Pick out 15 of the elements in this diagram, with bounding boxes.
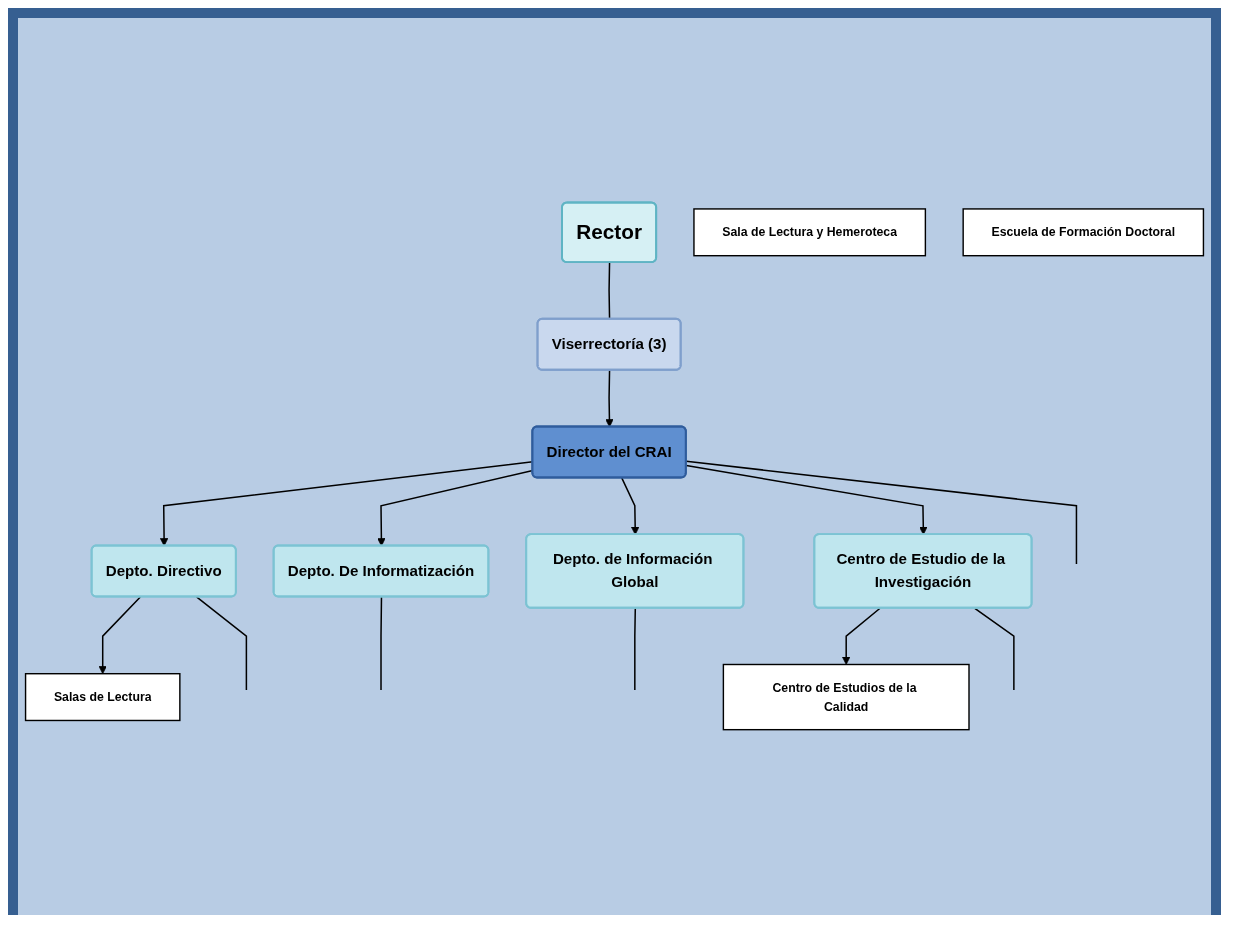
node-box: Salas de Lectura: [24, 673, 181, 722]
node-box: Escuela de Formación Doctoral: [962, 208, 1205, 257]
arrow: [621, 477, 640, 536]
arrow: [98, 596, 142, 675]
connector: [195, 596, 248, 692]
arrow: [842, 607, 881, 666]
node-box: Centro de Estudios de la Calidad: [722, 664, 970, 731]
connector: [685, 460, 1078, 565]
arrow: [685, 465, 928, 536]
connector: [608, 262, 611, 321]
connector: [634, 607, 637, 692]
arrow: [605, 369, 614, 428]
node-box: Sala de Lectura y Hemeroteca: [693, 208, 927, 257]
connector: [974, 607, 1015, 692]
connector: [380, 596, 383, 692]
